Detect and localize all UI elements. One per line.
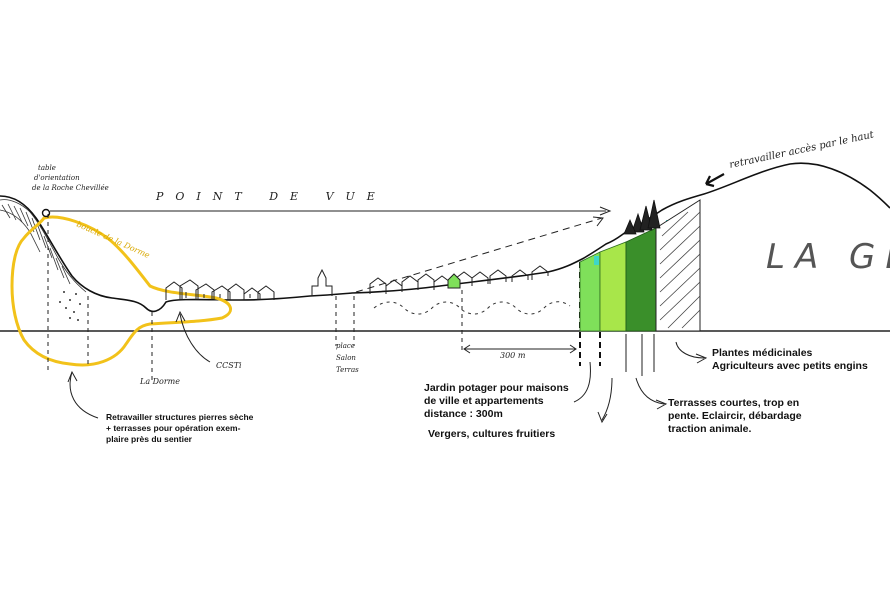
- left-cliff-hatching: [0, 199, 87, 293]
- distance-arrow-right: [569, 344, 577, 354]
- note-jardin-2: de ville et appartements: [424, 395, 544, 407]
- arrow-plantes: [675, 341, 705, 359]
- viewpoint-marker: [41, 208, 51, 218]
- band-vergers: [599, 241, 627, 332]
- arrow-ccsti-head: [175, 310, 186, 323]
- note-terrasses-2: pente. Eclaircir, débardage: [668, 410, 802, 422]
- view-dashed-arrow-head: [592, 216, 604, 227]
- label-table-1: table: [38, 164, 56, 172]
- label-place-1: place: [336, 342, 355, 350]
- label-place-2: Salon: [336, 354, 356, 362]
- note-jardin-3: distance : 300m: [424, 408, 503, 420]
- dotted-wave: [373, 301, 571, 315]
- label-retravailler-acces: retravailler accès par le haut: [728, 129, 875, 171]
- label-distance: 300 m: [500, 351, 526, 360]
- trees: [623, 199, 661, 235]
- label-la-dorme: La Dorme: [139, 377, 180, 386]
- note-vergers: Vergers, cultures fruitiers: [428, 428, 555, 440]
- label-table-3: de la Roche Chevillée: [32, 184, 109, 192]
- label-place-3: Terras: [336, 366, 359, 374]
- arrow-terrasses-head: [655, 399, 668, 410]
- arrow-terrasses: [635, 377, 665, 405]
- distance-arrow-left: [463, 344, 471, 354]
- note-jardin-1: Jardin potager pour maisons: [424, 382, 569, 394]
- terrain-profile: [0, 162, 890, 313]
- cyan-accent-1: [594, 256, 599, 265]
- view-line-dashed: [355, 217, 603, 293]
- arrow-jardin: [573, 361, 591, 403]
- arrow-structures-head: [67, 370, 78, 383]
- projection-dashes: [47, 214, 463, 382]
- note-structures-2: + terrasses pour opération exem-: [106, 423, 241, 433]
- note-terrasses-3: traction animale.: [668, 423, 752, 435]
- acces-arrow: [705, 173, 725, 188]
- yellow-loop-trail: [10, 215, 232, 367]
- label-ccsti: CCSTi: [216, 361, 242, 370]
- band-plantes: [655, 199, 701, 332]
- label-la-glo: LA GLO: [766, 237, 890, 277]
- label-point-de-vue: POINT DE VUE: [155, 190, 387, 203]
- gravel-dots: [59, 291, 81, 321]
- projection-lines: [625, 334, 655, 376]
- arrow-plantes-head: [695, 353, 708, 364]
- band-terrasses: [625, 227, 657, 332]
- church-tower: [311, 268, 333, 296]
- arrow-ccsti: [179, 313, 211, 363]
- slope-hatching: [659, 211, 701, 329]
- note-plantes-1: Plantes médicinales: [712, 347, 813, 359]
- view-arrow-head: [599, 206, 612, 216]
- green-house: [447, 273, 461, 289]
- note-structures-1: Retravailler structures pierres sèche: [106, 412, 254, 422]
- arrow-vergers: [601, 377, 613, 421]
- arrow-vergers-head: [597, 411, 608, 424]
- note-plantes-2: Agriculteurs avec petits engins: [712, 360, 868, 372]
- note-structures-3: plaire près du sentier: [106, 434, 193, 444]
- village-left: [165, 279, 275, 300]
- arrow-structures: [69, 371, 99, 419]
- label-table-2: d'orientation: [34, 174, 80, 182]
- village-right: [369, 265, 549, 294]
- label-boucle: boucle de la Dorme: [75, 220, 151, 260]
- note-terrasses-1: Terrasses courtes, trop en: [668, 397, 799, 409]
